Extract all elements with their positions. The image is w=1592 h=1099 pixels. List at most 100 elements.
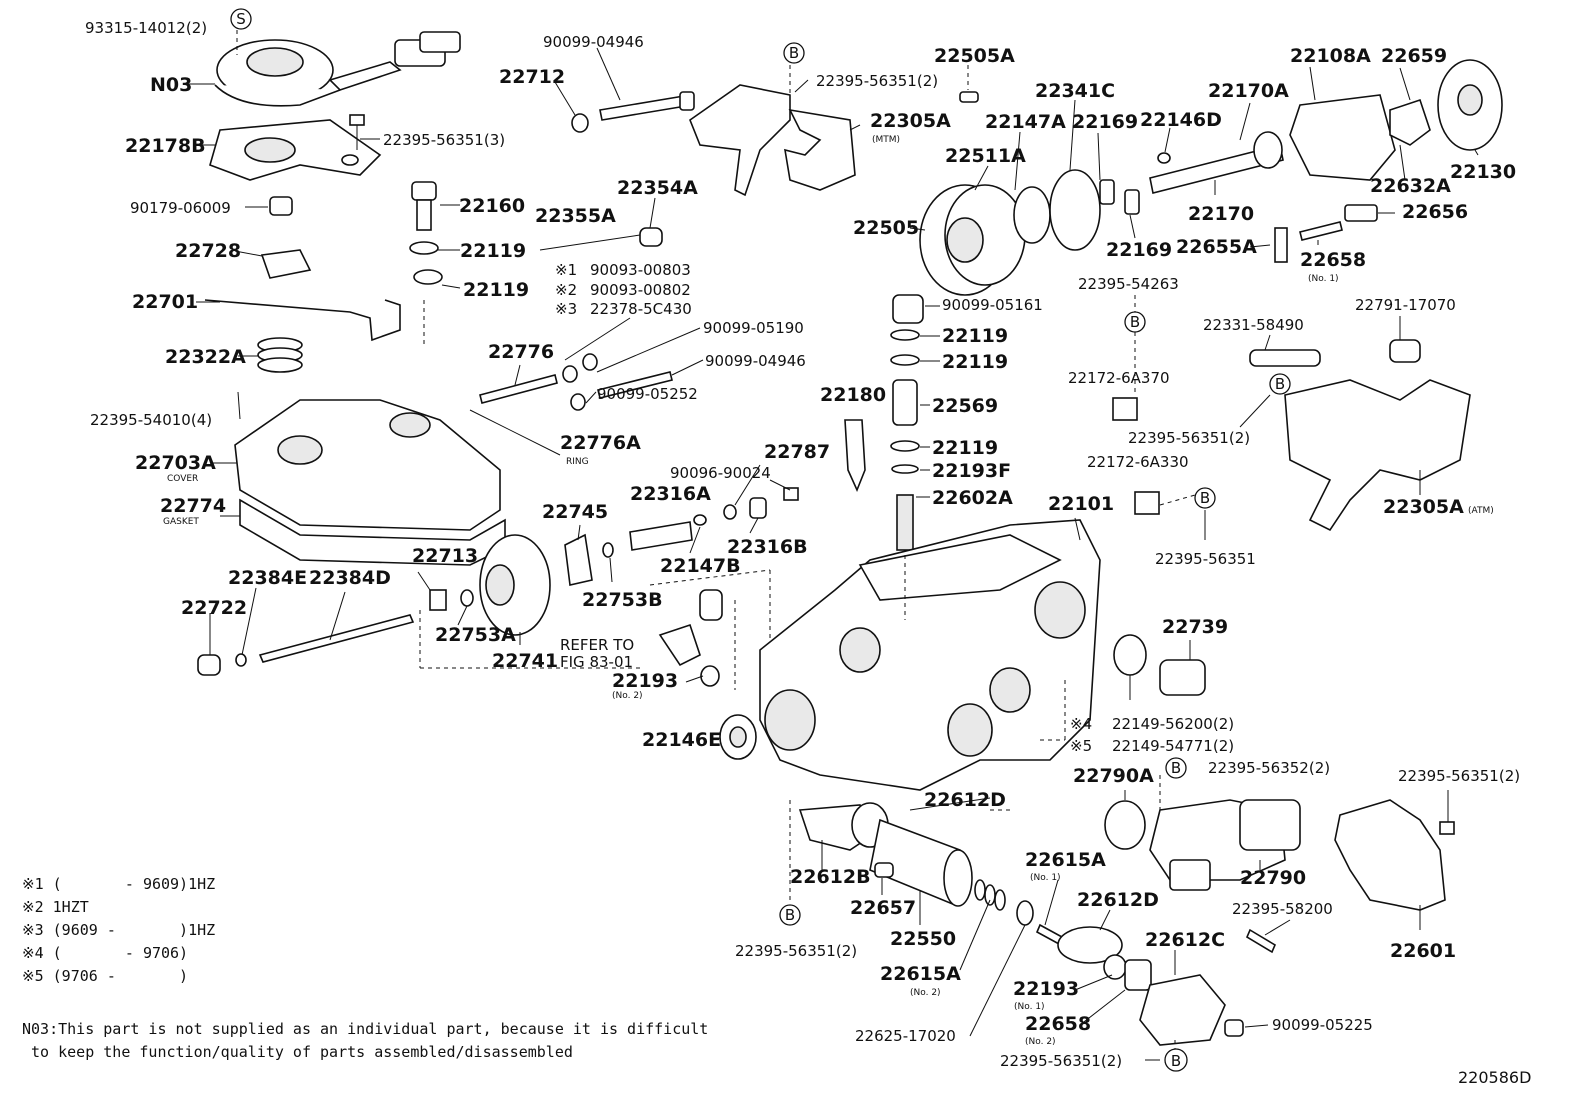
part-label: 22753A bbox=[435, 624, 516, 646]
part-label: 22149-54771(2) bbox=[1112, 737, 1234, 755]
bolt-22160-shape bbox=[411, 181, 437, 201]
nut-shape bbox=[269, 196, 293, 216]
part-label: 22146D bbox=[1140, 109, 1222, 131]
part-label: 22741 bbox=[492, 650, 558, 672]
part-label: 22147B bbox=[660, 555, 741, 577]
pin-22655a-shape bbox=[1274, 227, 1288, 263]
note-line: ※1 ( - 9609)1HZ bbox=[22, 875, 216, 893]
note-line: ※3 (9609 - )1HZ bbox=[22, 921, 216, 939]
nut-shape-b bbox=[582, 353, 598, 371]
washer-22193-b-shape bbox=[1103, 954, 1127, 980]
ring-22119-d bbox=[890, 354, 920, 366]
n03-footnote: N03:This part is not supplied as an indi… bbox=[22, 1018, 708, 1064]
part-label: 22172-6A330 bbox=[1087, 453, 1189, 471]
pin-22505a-shape bbox=[959, 91, 979, 103]
circled-b-symbol bbox=[1194, 487, 1216, 509]
fitting-shape-2 bbox=[699, 589, 723, 621]
part-label: 22395-56352(2) bbox=[1208, 759, 1330, 777]
plug-90099-05161-shape bbox=[892, 294, 924, 324]
part-label: 22602A bbox=[932, 487, 1013, 509]
bolt-shape bbox=[349, 114, 365, 150]
part-label: 22505 bbox=[853, 217, 919, 239]
part-label: ※1 bbox=[555, 261, 577, 279]
part-label: 22193 bbox=[612, 670, 678, 692]
part-label: 22658 bbox=[1025, 1013, 1091, 1035]
part-label: 22193F bbox=[932, 460, 1011, 482]
key-22146d-shape bbox=[1157, 152, 1171, 164]
spring-22615a-shape bbox=[974, 879, 1006, 911]
part-label: 22331-58490 bbox=[1203, 316, 1304, 334]
part-label: 22178B bbox=[125, 135, 206, 157]
part-label: 22739 bbox=[1162, 616, 1228, 638]
part-label: 22169 bbox=[1106, 239, 1172, 261]
circled-b-letter: B bbox=[1171, 759, 1181, 777]
shaft-22384d-shape bbox=[197, 614, 415, 676]
screw-90099-04946-shape bbox=[597, 371, 673, 399]
part-label: 90099-04946 bbox=[705, 352, 806, 370]
part-label: 90093-00802 bbox=[590, 281, 691, 299]
part-label: 22612D bbox=[924, 789, 1006, 811]
part-label: 22305A bbox=[1383, 496, 1464, 518]
ring-shape bbox=[693, 514, 707, 526]
washer-22739-shape bbox=[1113, 634, 1147, 676]
footnote-line: to keep the function/quality of parts as… bbox=[22, 1043, 573, 1061]
circled-b-letter: B bbox=[1130, 313, 1140, 331]
part-label-sub: (ATM) bbox=[1468, 506, 1494, 516]
part-label: 22316B bbox=[727, 536, 808, 558]
part-label: 22615A bbox=[880, 963, 961, 985]
part-label-sub: (MTM) bbox=[872, 135, 900, 145]
part-label: 22395-56351(3) bbox=[383, 131, 505, 149]
part-label: 22776 bbox=[488, 341, 554, 363]
plate-22172-6a370-shape bbox=[1112, 397, 1138, 421]
part-22745-shape bbox=[564, 533, 593, 586]
part-label: 22322A bbox=[165, 346, 246, 368]
part-label-sub: (No. 2) bbox=[910, 988, 941, 998]
variant-notes: ※1 ( - 9609)1HZ ※2 1HZT ※3 (9609 - )1HZ … bbox=[22, 873, 215, 988]
part-label: 22550 bbox=[890, 928, 956, 950]
gear-22741-shape bbox=[429, 534, 551, 636]
part-label: 22170 bbox=[1188, 203, 1254, 225]
part-label-sub: RING bbox=[566, 457, 589, 467]
part-label: 22149-56200(2) bbox=[1112, 715, 1234, 733]
part-label: N03 bbox=[150, 74, 192, 96]
part-label: 22395-54263 bbox=[1078, 275, 1179, 293]
part-label: ※2 bbox=[555, 281, 577, 299]
key-22169-shape bbox=[1124, 189, 1140, 215]
part-label: 22169 bbox=[1072, 111, 1138, 133]
part-label: 90099-05190 bbox=[703, 319, 804, 337]
part-label: 93315-14012(2) bbox=[85, 19, 207, 37]
bolt-90099-04946-shape bbox=[599, 94, 693, 121]
circled-b-letter: B bbox=[1200, 489, 1210, 507]
part-label: 22505A bbox=[934, 45, 1015, 67]
circled-b-symbol bbox=[1165, 757, 1187, 779]
part-label: 22625-17020 bbox=[855, 1027, 956, 1045]
part-label: 22101 bbox=[1048, 493, 1114, 515]
part-label: ※5 bbox=[1070, 737, 1092, 755]
part-label: FIG 83-01 bbox=[560, 653, 633, 671]
lever-22305a-atm-shape bbox=[1112, 339, 1471, 532]
part-label: REFER TO bbox=[560, 636, 634, 654]
bolt-22395-58200-shape bbox=[1245, 928, 1277, 954]
part-label: 22193 bbox=[1013, 978, 1079, 1000]
part-label: 22659 bbox=[1381, 45, 1447, 67]
lever-22305a-mtm-shape bbox=[689, 84, 856, 197]
plug-22739-shape bbox=[1159, 659, 1206, 696]
part-label: 22728 bbox=[175, 240, 241, 262]
part-label: 22378-5C430 bbox=[590, 300, 692, 318]
oring-22612d-shape bbox=[1057, 926, 1123, 964]
part-label: 22354A bbox=[617, 177, 698, 199]
plate-22172-6a330-shape bbox=[1134, 491, 1160, 515]
part-label: 22612D bbox=[1077, 889, 1159, 911]
part-label: 22119 bbox=[942, 351, 1008, 373]
pin-22658-shape bbox=[1299, 221, 1343, 241]
part-label: 90099-04946 bbox=[543, 33, 644, 51]
part-label-sub: GASKET bbox=[163, 517, 199, 527]
part-label: 90099-05252 bbox=[597, 385, 698, 403]
part-label-sub: (No. 2) bbox=[612, 691, 643, 701]
bolt-head-shape bbox=[679, 91, 695, 111]
nut-90099-05190-shape bbox=[562, 365, 578, 383]
part-label: 90179-06009 bbox=[130, 199, 231, 217]
n03-assembly-shape bbox=[214, 31, 461, 107]
bracket-22178b-shape bbox=[209, 119, 382, 181]
shaft-collar bbox=[1253, 131, 1283, 169]
